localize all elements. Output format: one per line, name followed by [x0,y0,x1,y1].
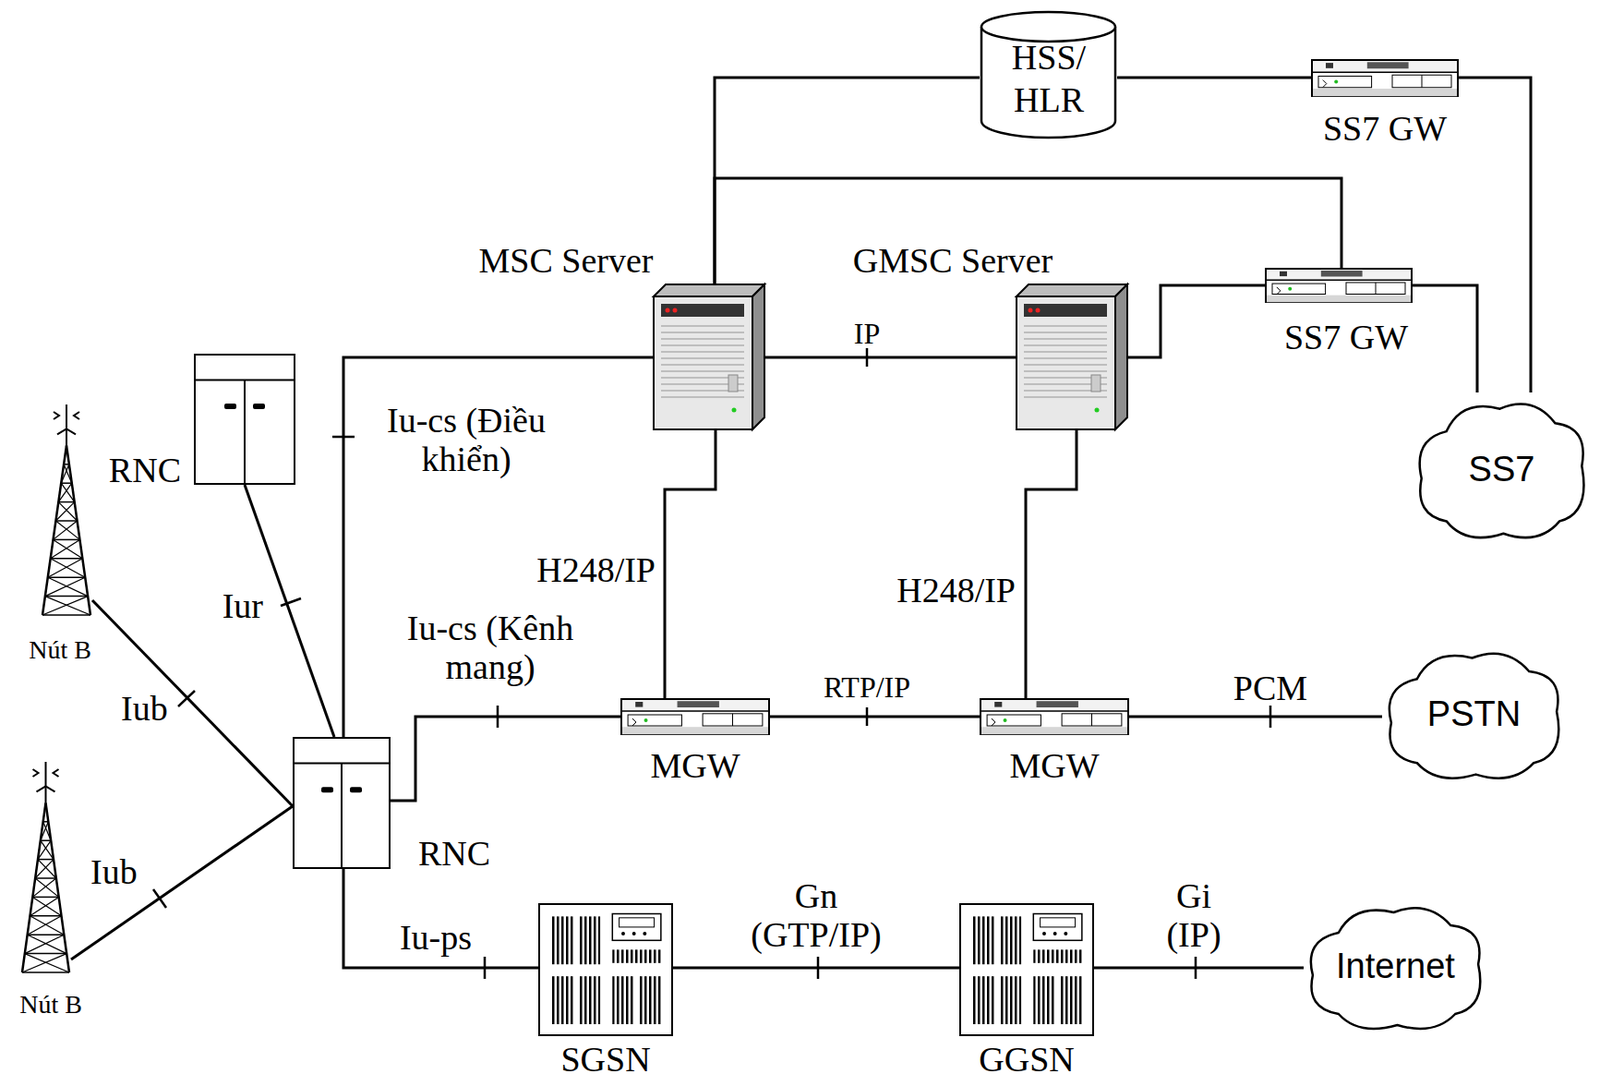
connector-line [343,357,653,737]
node-label: RNC [418,835,530,871]
shape-outline [20,759,72,975]
node-label: Nút B [13,637,107,663]
shape-outline [538,902,674,1036]
shape-outline [292,736,391,869]
connector-line [1412,285,1478,393]
shape-outline [1264,267,1413,303]
node-label: Internet [1303,948,1488,984]
interface-label: H248/IP [461,552,656,588]
interface-tick [178,690,195,707]
node-label: GMSC Server [832,242,1073,278]
interface-label: RTP/IP [802,672,932,702]
gateway-device: SS7 GW [1311,59,1459,97]
shape-outline [1015,283,1129,431]
interface-label: H248/IP [821,572,1016,608]
interface-tick [817,956,820,979]
interface-label: Iu-cs (Điều khiển) [373,401,559,480]
node-label: HSS/ HLR [1002,36,1095,121]
antenna-tower: Nút B [40,402,93,617]
connector-line [92,600,293,807]
node-label: SS7 [1412,451,1591,487]
rnc-cabinet: RNC [193,353,296,485]
connector-line [343,868,539,968]
node-label: GGSN [934,1041,1119,1077]
node-label: MGW [602,747,788,783]
database-cylinder: HSS/ HLR [979,10,1118,138]
interface-label: Gi (IP) [1156,877,1231,955]
connector-line [390,716,621,801]
node-label: MGW [962,747,1147,783]
support-node: GGSN [959,902,1095,1036]
interface-label: Iu-cs (Kênh mang) [397,609,583,687]
interface-tick [866,707,869,726]
network-cloud: SS7 [1412,392,1591,546]
interface-label: Iur [211,588,264,624]
connector-line [1025,430,1077,698]
node-label: Nút B [4,991,97,1018]
interface-label: Gn (GTP/IP) [742,877,891,955]
node-label: SGSN [513,1041,698,1077]
rnc-cabinet: RNC [292,736,391,869]
connector-line [664,430,716,698]
node-label: MSC Server [445,242,686,278]
interface-tick [153,889,167,908]
server-tower: GMSC Server [1015,283,1129,431]
connector-line [1128,285,1265,358]
interface-tick [1194,956,1198,979]
connector-line [769,715,980,719]
network-cloud: PSTN [1382,642,1566,786]
network-cloud: Internet [1303,897,1488,1036]
interface-label: Iu-ps [389,919,482,955]
media-gateway: MGW [620,697,770,735]
connector-line [714,178,1342,284]
antenna-tower: Nút B [20,759,72,975]
interface-tick [1269,705,1273,728]
shape-outline [979,697,1130,735]
interface-tick [496,705,500,728]
connector-line [1458,77,1531,393]
shape-outline [652,283,766,431]
shape-outline [1311,59,1459,97]
connector-line [673,966,960,970]
support-node: SGSN [538,902,674,1036]
server-tower: MSC Server [652,283,766,431]
shape-outline [620,697,770,735]
shape-outline [959,902,1095,1036]
node-label: SS7 GW [1253,319,1439,355]
connector-line [1117,76,1312,80]
connector-line [1094,966,1304,970]
interface-label: PCM [1215,670,1326,706]
connector-line [765,356,1016,360]
interface-label: IP [830,318,904,349]
shape-outline [40,402,93,617]
interface-label: Iub [120,690,173,726]
gateway-device: SS7 GW [1264,267,1413,303]
interface-tick [280,598,301,606]
node-label: SS7 GW [1292,110,1478,146]
interface-label: Iub [90,854,143,890]
interface-tick [332,435,355,439]
node-label: PSTN [1382,696,1566,732]
connector-line [1129,715,1383,719]
connector-line [71,806,293,960]
interface-tick [866,348,869,367]
shape-outline [193,353,296,485]
media-gateway: MGW [979,697,1130,735]
node-label: RNC [79,452,181,488]
interface-tick [483,956,487,979]
